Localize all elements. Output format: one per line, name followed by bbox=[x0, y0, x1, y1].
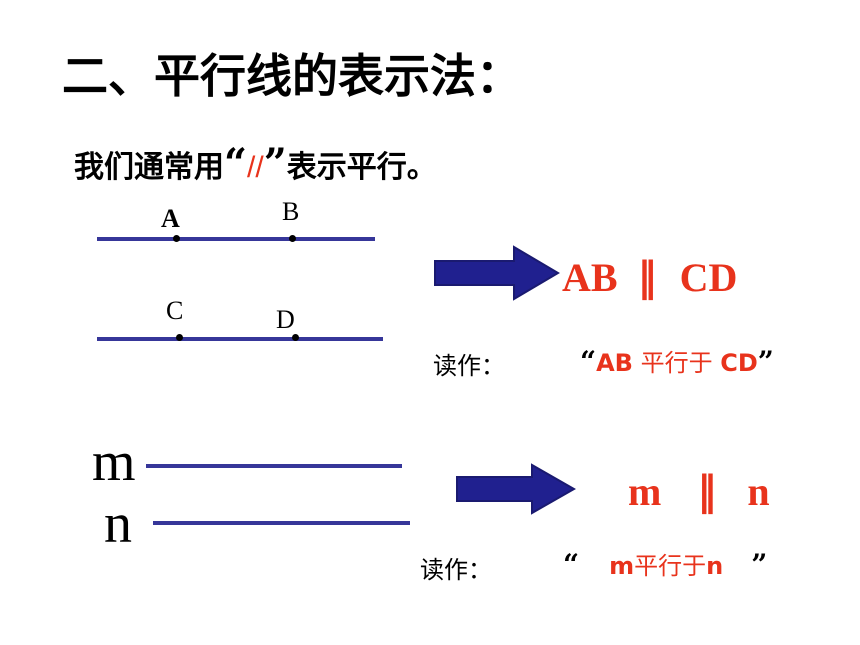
intro-suffix: 表示平行。 bbox=[286, 150, 437, 185]
intro-symbol: // bbox=[247, 151, 264, 184]
parallel-symbol: ∥ bbox=[637, 255, 658, 300]
result-m-n: m ∥ n bbox=[628, 468, 770, 515]
reading-close-quote: ” bbox=[757, 345, 774, 378]
intro-close-quote: ” bbox=[263, 140, 287, 187]
reading-label-1: 读作： bbox=[433, 352, 505, 380]
intro-prefix: 我们通常用 bbox=[74, 150, 224, 185]
result-right: CD bbox=[679, 255, 738, 300]
result-left: m bbox=[628, 469, 662, 514]
reading-label-2: 读作： bbox=[420, 556, 492, 584]
reading-open-quote: “ bbox=[580, 345, 597, 378]
reading-text-1: “AB 平行于 CD” bbox=[580, 343, 774, 378]
line-ab bbox=[97, 237, 375, 241]
result-left: AB bbox=[562, 255, 618, 300]
line-n bbox=[153, 521, 410, 525]
arrow-right-icon bbox=[434, 245, 560, 301]
reading-middle: 平行于 bbox=[634, 552, 707, 580]
point-d-label: D bbox=[276, 305, 295, 334]
result-right: n bbox=[747, 469, 770, 514]
reading-close-quote: ” bbox=[751, 548, 768, 581]
reading-text-2: “ m平行于n ” bbox=[563, 546, 767, 581]
reading-right: CD bbox=[720, 349, 758, 377]
point-a-dot bbox=[173, 235, 180, 242]
reading-open-quote: “ bbox=[563, 548, 580, 581]
reading-left: AB bbox=[596, 349, 633, 377]
point-d-dot bbox=[292, 334, 299, 341]
point-a-label: A bbox=[161, 204, 180, 233]
arrow-right-icon bbox=[456, 463, 576, 515]
reading-middle: 平行于 bbox=[632, 349, 721, 377]
reading-right: n bbox=[706, 552, 724, 580]
line-n-label: n bbox=[104, 493, 132, 555]
point-b-label: B bbox=[282, 197, 300, 226]
line-cd bbox=[97, 337, 383, 341]
point-c-label: C bbox=[166, 296, 184, 325]
result-ab-cd: AB ∥ CD bbox=[562, 254, 737, 301]
line-m bbox=[146, 464, 402, 468]
point-b-dot bbox=[289, 235, 296, 242]
parallel-symbol: ∥ bbox=[697, 469, 718, 514]
point-c-dot bbox=[176, 334, 183, 341]
page-title: 二、平行线的表示法： bbox=[62, 49, 522, 103]
reading-left: m bbox=[609, 552, 635, 580]
intro-open-quote: “ bbox=[224, 140, 248, 187]
line-m-label: m bbox=[92, 431, 136, 493]
intro-sentence: 我们通常用“//”表示平行。 bbox=[74, 140, 437, 187]
